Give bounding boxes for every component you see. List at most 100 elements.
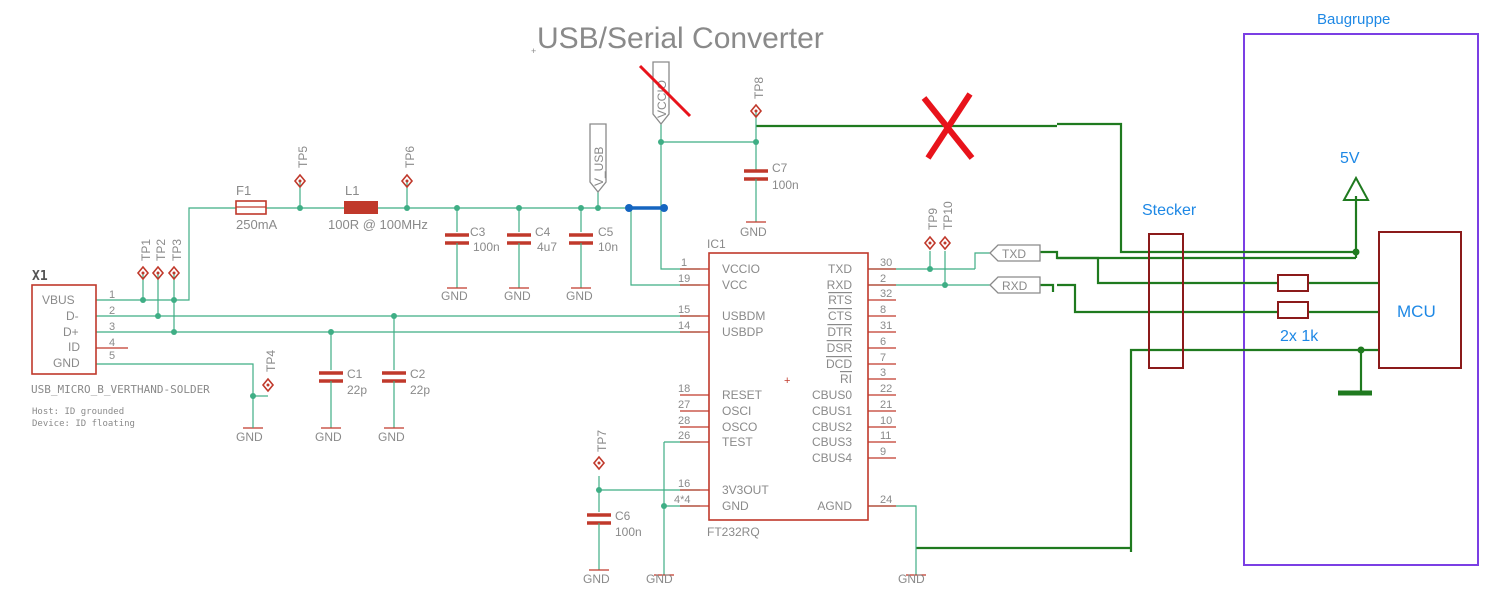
ic1-pin16-num: 16 xyxy=(678,478,690,490)
x1-pin3-num: 3 xyxy=(109,321,115,333)
rxd-flag-label: RXD xyxy=(1002,279,1028,293)
ic1-pin9-num: 9 xyxy=(880,446,886,458)
x1-pin4-name: ID xyxy=(68,340,80,354)
c6-ref: C6 xyxy=(615,509,631,523)
tp9-label: TP9 xyxy=(926,208,940,230)
ic1-dtr: DTR xyxy=(827,325,852,339)
x1-pin1-name: VBUS xyxy=(42,293,75,307)
baugruppe-label: Baugruppe xyxy=(1317,11,1390,28)
x1-pin2-name: D- xyxy=(66,309,79,323)
ic1-pin6-num: 6 xyxy=(880,336,886,348)
supply-5v-label: 5V xyxy=(1340,150,1360,167)
ic1-test: TEST xyxy=(722,435,753,449)
c2-ref: C2 xyxy=(410,367,426,381)
vccio-flag: VCCIO xyxy=(638,61,692,126)
ic1-usbdm: USBDM xyxy=(722,309,765,323)
schematic-title: USB/Serial Converter xyxy=(537,22,824,55)
gnd-c5: GND xyxy=(566,289,593,303)
resistor-label: 2x 1k xyxy=(1280,328,1319,345)
ic1-pin8-num: 8 xyxy=(880,304,886,316)
tp3-label: TP3 xyxy=(170,239,184,261)
stecker-connector xyxy=(1148,233,1184,369)
vusb-label: V_USB xyxy=(592,147,606,186)
gnd-c1: GND xyxy=(315,430,342,444)
gnd-c6: GND xyxy=(583,572,610,586)
txd-flag: TXD xyxy=(989,244,1041,262)
stecker-label: Stecker xyxy=(1142,202,1197,219)
ic1-value: FT232RQ xyxy=(707,525,760,539)
c1-value: 22p xyxy=(347,383,367,397)
ic1-osci: OSCI xyxy=(722,404,751,418)
ic1-pin14-num: 14 xyxy=(678,320,690,332)
gnd-x1: GND xyxy=(236,430,263,444)
ic1-cbus1: CBUS1 xyxy=(812,404,852,418)
ic1-pin2-num: 2 xyxy=(880,273,886,285)
ic1-osco: OSCO xyxy=(722,420,757,434)
ic1-pin3-num: 3 xyxy=(880,367,886,379)
usb-connector-x1: X1 VBUS D- D+ ID GND 1 2 3 4 5 USB_MICRO… xyxy=(31,269,210,429)
ic1-pin1-num: 1 xyxy=(681,257,687,269)
resistor-txd xyxy=(1277,274,1309,292)
c7-ref: C7 xyxy=(772,161,788,175)
ic1-pin19-num: 19 xyxy=(678,273,690,285)
tp4-label: TP4 xyxy=(264,350,278,372)
testpoints: TP1 TP2 TP3 TP5 TP6 TP8 TP9 TP10 TP4 TP7 xyxy=(136,77,955,471)
rxd-flag: RXD xyxy=(989,276,1041,294)
red-cross-mark xyxy=(921,92,975,160)
gnd-c2: GND xyxy=(378,430,405,444)
svg-text:+: + xyxy=(784,375,790,387)
c3-value: 100n xyxy=(473,240,500,254)
ic1-pin32-num: 32 xyxy=(880,288,892,300)
c4-value: 4u7 xyxy=(537,240,557,254)
ic1-rts: RTS xyxy=(828,293,852,307)
vusb-flag: V_USB xyxy=(589,123,607,194)
svg-text:+: + xyxy=(531,46,536,56)
ic1-rxd: RXD xyxy=(827,278,853,292)
x1-pin2-num: 2 xyxy=(109,305,115,317)
gnd-ic: GND xyxy=(646,572,673,586)
ic1-cbus0: CBUS0 xyxy=(812,388,852,402)
ic1-dsr: DSR xyxy=(827,341,853,355)
ic1-cbus3: CBUS3 xyxy=(812,435,852,449)
ic1-ref: IC1 xyxy=(707,237,726,251)
ic1-usbdp: USBDP xyxy=(722,325,763,339)
ic1-pin15-num: 15 xyxy=(678,304,690,316)
capacitors: C3 100n C4 4u7 C5 10n C7 100n C1 22p C2 … xyxy=(319,161,799,570)
x1-pin1-num: 1 xyxy=(109,289,115,301)
x1-pin5-name: GND xyxy=(53,356,80,370)
added-wires xyxy=(756,122,1379,552)
ic1-pin27-num: 27 xyxy=(678,399,690,411)
ic1-ri: RI xyxy=(840,372,852,386)
c1-ref: C1 xyxy=(347,367,363,381)
x1-value: USB_MICRO_B_VERTHAND-SOLDER xyxy=(31,383,210,396)
c5-ref: C5 xyxy=(598,225,614,239)
c7-value: 100n xyxy=(772,178,799,192)
x1-ref: X1 xyxy=(32,269,48,284)
supply-5v-symbol: 5V xyxy=(1340,150,1370,201)
ic1-pin18-num: 18 xyxy=(678,383,690,395)
schematic-nets xyxy=(96,112,990,575)
txd-flag-label: TXD xyxy=(1002,247,1026,261)
ic1-pin11-num: 11 xyxy=(880,430,891,442)
ic1-pin21-num: 21 xyxy=(880,399,892,411)
tp6-label: TP6 xyxy=(403,146,417,168)
tp1-label: TP1 xyxy=(139,239,153,261)
c2-value: 22p xyxy=(410,383,430,397)
mcu-block xyxy=(1378,231,1462,369)
ic1-pingnd-num: 4*4 xyxy=(674,494,691,506)
x1-pin5-num: 5 xyxy=(109,350,115,362)
ic1-cbus2: CBUS2 xyxy=(812,420,852,434)
x1-pin3-name: D+ xyxy=(63,325,79,339)
ic1-txd: TXD xyxy=(828,262,852,276)
resistor-rxd xyxy=(1277,301,1309,319)
ic1-agnd: AGND xyxy=(817,499,852,513)
ic1-pin26-num: 26 xyxy=(678,430,690,442)
x1-note-host: Host: ID grounded xyxy=(32,407,124,417)
x1-note-device: Device: ID floating xyxy=(32,419,135,429)
c6-value: 100n xyxy=(615,525,642,539)
mcu-label: MCU xyxy=(1397,302,1436,321)
ic1-cbus4: CBUS4 xyxy=(812,451,852,465)
ic1-pin7-num: 7 xyxy=(880,352,886,364)
